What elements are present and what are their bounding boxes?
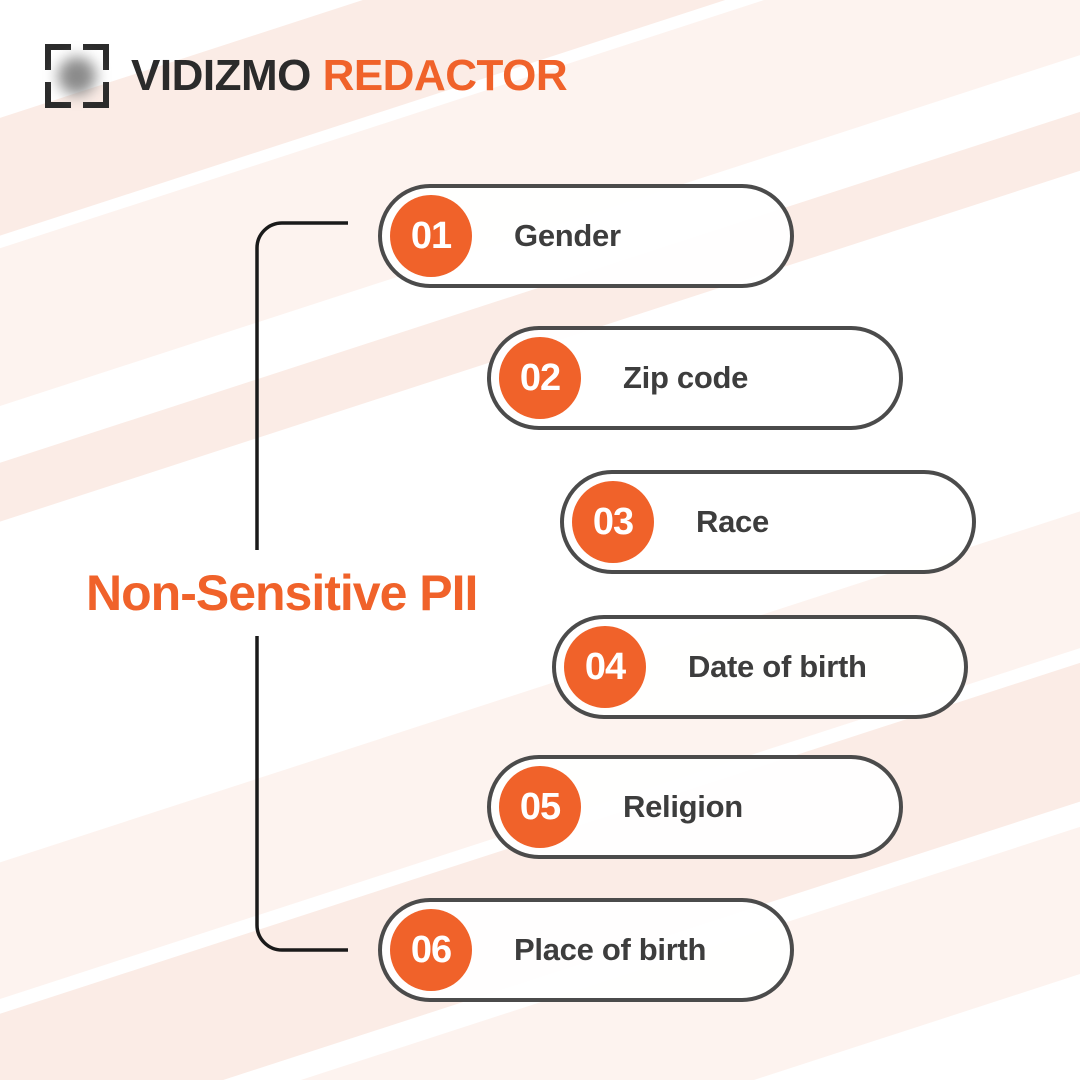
item-number-badge: 04	[564, 626, 646, 708]
brand-wordmark: VIDIZMO REDACTOR	[131, 51, 568, 100]
item-number-badge: 02	[499, 337, 581, 419]
bracket-bottom-right-icon	[83, 82, 109, 108]
item-number-badge: 06	[390, 909, 472, 991]
item-label: Gender	[514, 218, 621, 253]
item-number-badge: 01	[390, 195, 472, 277]
list-item[interactable]: 03 Race	[560, 470, 976, 574]
brand-name: VIDIZMO	[131, 51, 311, 100]
item-number-badge: 05	[499, 766, 581, 848]
bracket-top-right-icon	[83, 44, 109, 70]
list-item[interactable]: 05 Religion	[487, 755, 903, 859]
list-item[interactable]: 01 Gender	[378, 184, 794, 288]
list-item[interactable]: 06 Place of birth	[378, 898, 794, 1002]
item-label: Race	[696, 504, 769, 539]
item-label: Zip code	[623, 360, 749, 395]
item-label: Date of birth	[688, 649, 867, 684]
list-item[interactable]: 04 Date of birth	[552, 615, 968, 719]
item-label: Place of birth	[514, 932, 707, 967]
bracket-top-left-icon	[45, 44, 71, 70]
item-label: Religion	[623, 789, 743, 824]
blurred-dot-icon	[58, 57, 96, 95]
category-title: Non-Sensitive PII	[86, 565, 478, 621]
bracket-bottom-left-icon	[45, 82, 71, 108]
focus-brackets-blur-icon	[45, 44, 109, 108]
brand-logo: VIDIZMO REDACTOR	[45, 44, 568, 108]
product-name: REDACTOR	[322, 51, 568, 100]
list-item[interactable]: 02 Zip code	[487, 326, 903, 430]
item-number-badge: 03	[572, 481, 654, 563]
